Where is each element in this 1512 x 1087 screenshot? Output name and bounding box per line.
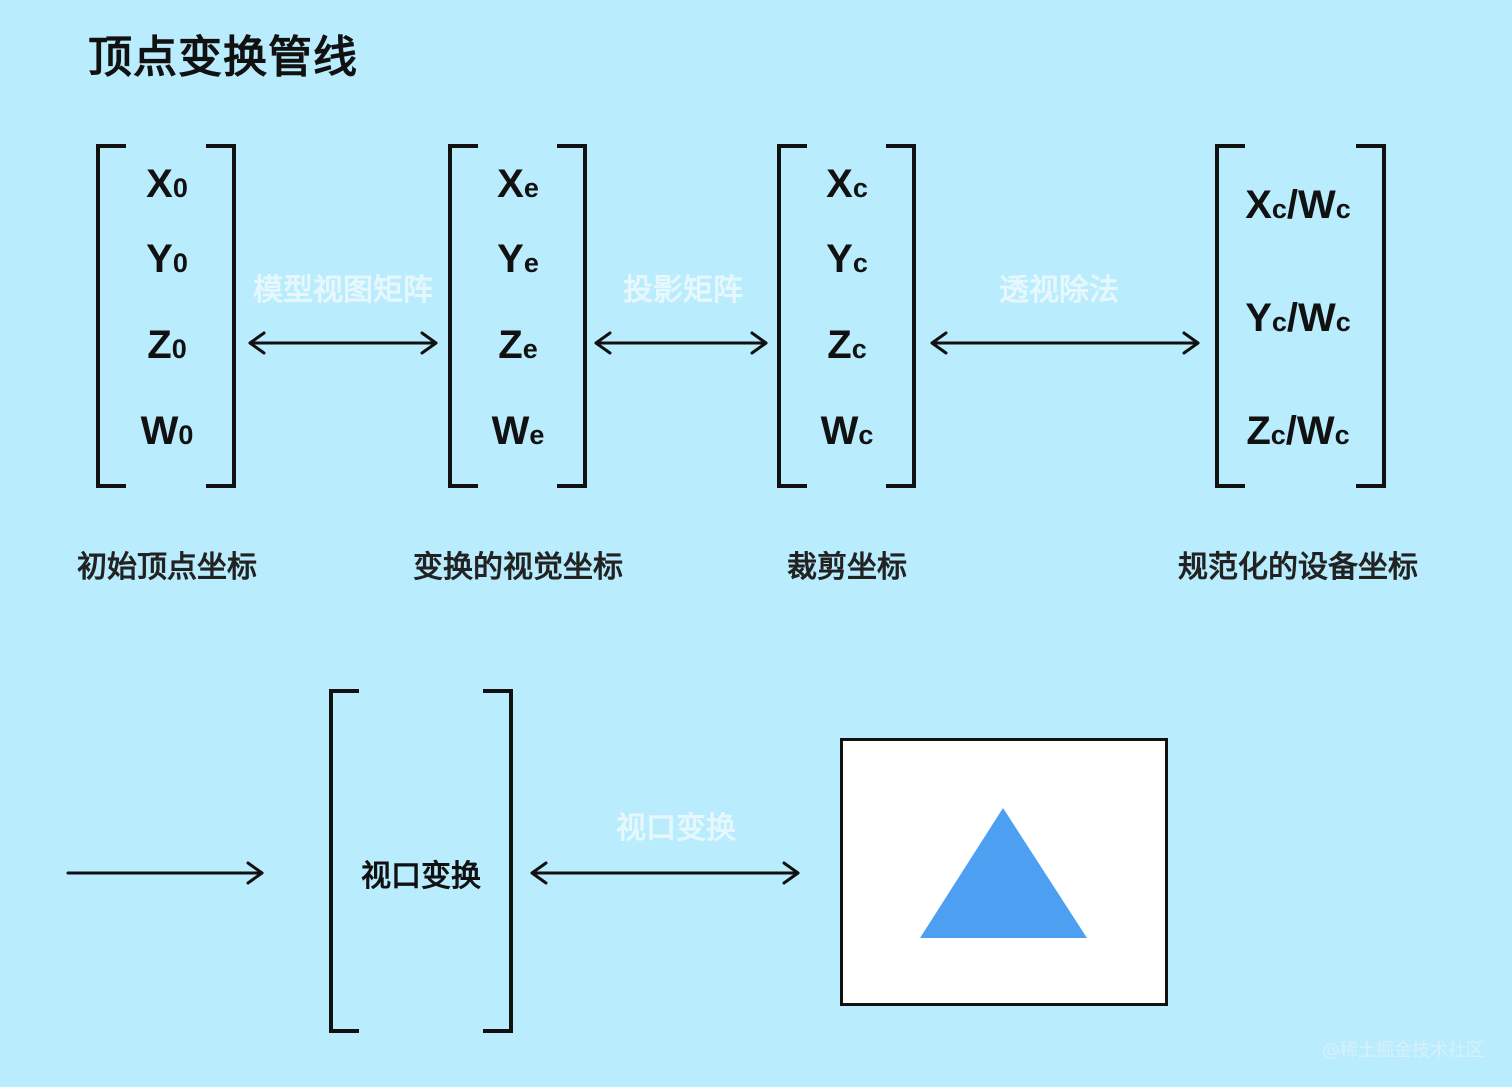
arrow-into-viewport bbox=[66, 861, 264, 885]
bracket-right bbox=[1356, 144, 1386, 488]
vector-entry: Yc bbox=[826, 237, 868, 281]
vector-entry: Xc bbox=[826, 162, 868, 206]
bracket-left bbox=[448, 144, 478, 488]
rendered-triangle bbox=[920, 808, 1087, 938]
caption-normalized-device: 规范化的设备坐标 bbox=[1178, 550, 1418, 585]
bracket-left bbox=[96, 144, 126, 488]
bracket-right bbox=[557, 144, 587, 488]
caption-eye-coordinates: 变换的视觉坐标 bbox=[413, 550, 623, 585]
label-perspective-division: 透视除法 bbox=[999, 273, 1119, 308]
bracket-left bbox=[777, 144, 807, 488]
bracket-right bbox=[206, 144, 236, 488]
label-projection-matrix: 投影矩阵 bbox=[623, 273, 743, 308]
double-arrow-modelview bbox=[248, 331, 438, 355]
vector-entry: Z0 bbox=[147, 323, 187, 367]
bracket-right bbox=[483, 689, 513, 1033]
caption-initial-vertex: 初始顶点坐标 bbox=[77, 550, 257, 585]
vector-entry: Xe bbox=[497, 162, 539, 206]
vector-entry: W0 bbox=[140, 409, 194, 453]
page-title: 顶点变换管线 bbox=[88, 32, 358, 83]
caption-clip-coordinates: 裁剪坐标 bbox=[787, 550, 907, 585]
vector-entry: Zc bbox=[827, 323, 867, 367]
label-modelview-matrix: 模型视图矩阵 bbox=[253, 273, 433, 308]
bracket-right bbox=[886, 144, 916, 488]
vector-entry: Zc/Wc bbox=[1246, 409, 1350, 453]
vector-entry: Ye bbox=[497, 237, 539, 281]
double-arrow-projection bbox=[594, 331, 768, 355]
bracket-left bbox=[329, 689, 359, 1033]
bracket-left bbox=[1215, 144, 1245, 488]
vector-entry: Ze bbox=[498, 323, 538, 367]
vector-entry: X0 bbox=[146, 162, 188, 206]
vector-entry: Wc bbox=[820, 409, 874, 453]
vector-entry: Yc/Wc bbox=[1245, 296, 1351, 340]
vector-entry: Y0 bbox=[146, 237, 188, 281]
double-arrow-viewport bbox=[530, 861, 800, 885]
viewport-transform-label: 视口变换 bbox=[361, 859, 481, 894]
label-viewport-transform: 视口变换 bbox=[616, 811, 736, 846]
vector-entry: Xc/Wc bbox=[1245, 183, 1351, 227]
vector-entry: We bbox=[491, 409, 545, 453]
watermark: @稀土掘金技术社区 bbox=[1322, 1040, 1484, 1061]
double-arrow-perspective bbox=[930, 331, 1200, 355]
